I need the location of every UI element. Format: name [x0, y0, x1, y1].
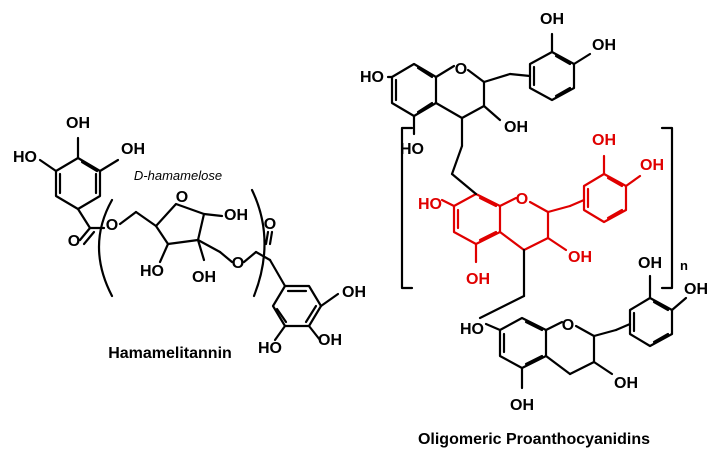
proanthocyanidins-caption: Oligomeric Proanthocyanidins: [418, 431, 650, 448]
atom-label: HO: [360, 69, 384, 86]
atom-label: HO: [400, 141, 424, 158]
atom-label: O: [68, 233, 80, 250]
atom-label: HO: [140, 263, 164, 280]
proanthocyanidin-structure: OH OH HO O OH HO n OH OH: [360, 11, 708, 448]
atom-label: HO: [460, 321, 484, 338]
atom-label: OH: [540, 11, 564, 28]
atom-label: O: [264, 216, 276, 233]
atom-label: OH: [684, 281, 708, 298]
hamamelitannin-caption: Hamamelitannin: [108, 345, 232, 362]
atom-label: OH: [592, 37, 616, 54]
atom-label: OH: [466, 271, 490, 288]
atom-label: OH: [592, 132, 616, 149]
atom-label: HO: [258, 340, 282, 357]
atom-label: O: [516, 191, 528, 208]
atom-label: OH: [224, 207, 248, 224]
atom-label: HO: [13, 149, 37, 166]
atom-label: OH: [66, 115, 90, 132]
atom-label: OH: [504, 119, 528, 136]
atom-label: HO: [418, 196, 442, 213]
atom-label: OH: [318, 332, 342, 349]
atom-label: OH: [640, 157, 664, 174]
atom-label: O: [176, 189, 188, 206]
atom-label: OH: [614, 375, 638, 392]
atom-label: OH: [510, 397, 534, 414]
sugar-label: D-hamamelose: [134, 168, 222, 183]
atom-label: OH: [568, 249, 592, 266]
atom-label: O: [106, 217, 118, 234]
atom-label: OH: [192, 269, 216, 286]
atom-label: O: [455, 61, 467, 78]
repeat-subscript: n: [680, 258, 688, 273]
atom-label: O: [562, 317, 574, 334]
atom-label: OH: [342, 284, 366, 301]
hamamelitannin-structure: OH OH HO O O O OH HO OH O O OH HO OH D-h…: [13, 115, 366, 362]
atom-label: OH: [121, 141, 145, 158]
atom-label: OH: [638, 255, 662, 272]
atom-label: O: [232, 255, 244, 272]
